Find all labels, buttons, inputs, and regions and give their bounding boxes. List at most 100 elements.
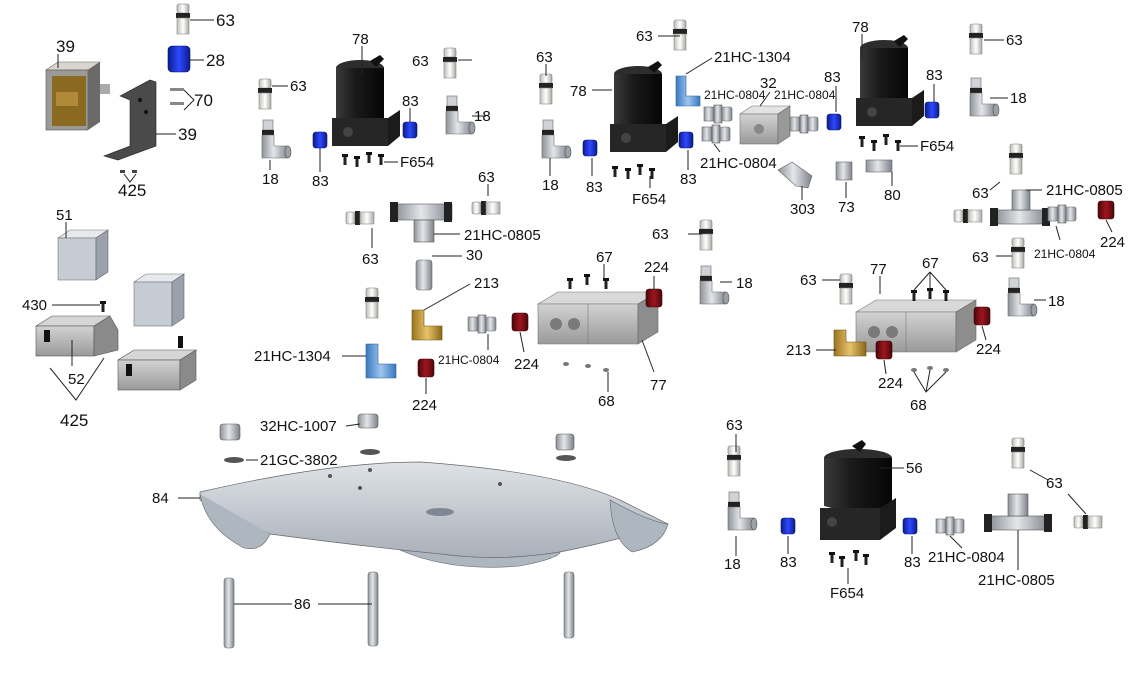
label-52: 52 [68, 371, 85, 388]
brass-elbow-213 [411, 309, 443, 341]
solenoid-valve-56 [820, 440, 896, 540]
label-63: 63 [536, 49, 553, 66]
screws-67 [911, 288, 949, 301]
base-block [116, 336, 198, 391]
label-21HC-0804: 21HC-0804 [774, 88, 836, 102]
label-224: 224 [514, 356, 539, 373]
elbow-fitting [969, 77, 1000, 117]
fitting-63 [968, 23, 984, 55]
label-303: 303 [790, 201, 815, 218]
label-77: 77 [870, 261, 887, 278]
red-plug-224 [875, 340, 893, 360]
fitting-63-horizontal [471, 200, 501, 216]
label-63: 63 [362, 251, 379, 268]
elbow-303 [777, 161, 813, 189]
red-plug-224 [417, 358, 435, 378]
label-83: 83 [926, 67, 943, 84]
nut [555, 433, 575, 451]
label-213: 213 [786, 342, 811, 359]
light-blue-elbow [675, 75, 701, 107]
light-blue-elbow-21HC-1304 [365, 343, 397, 379]
washer-21GC-3802 [224, 449, 576, 463]
fitting-80 [865, 159, 893, 173]
straight-fitting-21HC-0804 [935, 516, 965, 536]
fitting-63-horizontal [345, 210, 375, 226]
blue-plug [678, 131, 694, 149]
label-18: 18 [542, 177, 559, 194]
fitting-63 [672, 19, 688, 51]
label-86: 86 [294, 596, 311, 613]
red-plug-224 [1097, 200, 1115, 220]
screws-67 [567, 274, 609, 289]
part-labels: 39 39 63 28 70 425 63 78 63 83 18 18 83 … [22, 11, 1125, 613]
label-63: 63 [652, 226, 669, 243]
blue-plug-28 [167, 45, 191, 73]
label-21HC-0805: 21HC-0805 [978, 572, 1055, 589]
label-21GC-3802: 21GC-3802 [260, 452, 338, 469]
label-67: 67 [922, 255, 939, 272]
standoff-86 [563, 571, 575, 639]
base-plate-84 [199, 461, 669, 568]
blue-plug [780, 517, 796, 535]
standoff-86 [223, 577, 235, 649]
elbow-fitting [727, 491, 758, 531]
elbow-fitting [261, 119, 292, 159]
label-21HC-1304: 21HC-1304 [254, 348, 331, 365]
label-83: 83 [312, 173, 329, 190]
nut-32HC-1007 [219, 423, 241, 441]
valve-body-77 [537, 291, 659, 345]
label-63: 63 [1006, 32, 1023, 49]
fitting-63-horizontal [953, 208, 983, 224]
label-39: 39 [56, 37, 75, 56]
label-32HC-1007: 32HC-1007 [260, 418, 337, 435]
fitting-63 [1010, 237, 1026, 269]
straight-fitting [703, 104, 733, 124]
label-78: 78 [352, 31, 369, 48]
straight-fitting [789, 114, 819, 134]
label-18: 18 [736, 275, 753, 292]
tee-fitting-21HC-0805 [990, 189, 1050, 226]
label-224: 224 [976, 341, 1001, 358]
fitting-73 [835, 161, 853, 181]
fitting-63 [364, 287, 380, 319]
label-77: 77 [650, 377, 667, 394]
label-224: 224 [644, 259, 669, 276]
screws-F654 [342, 152, 384, 167]
brass-elbow-213 [833, 329, 867, 357]
screw-pair-425 [120, 170, 137, 173]
label-63: 63 [1046, 475, 1063, 492]
label-56: 56 [906, 460, 923, 477]
label-83: 83 [586, 179, 603, 196]
label-63: 63 [972, 185, 989, 202]
elbow-fitting [1007, 277, 1038, 317]
blue-plug [826, 113, 842, 131]
coil-part [45, 61, 110, 131]
straight-fitting [701, 124, 731, 144]
label-425: 425 [118, 181, 146, 200]
label-63: 63 [800, 272, 817, 289]
label-F654: F654 [830, 585, 864, 602]
label-F654: F654 [632, 191, 666, 208]
fitting-63-horizontal [1073, 514, 1103, 530]
label-78: 78 [852, 19, 869, 36]
label-63: 63 [216, 11, 235, 30]
tee-fitting-21HC-0805 [984, 493, 1052, 532]
label-F654: F654 [920, 138, 954, 155]
washers-68 [911, 366, 949, 372]
label-224: 224 [412, 397, 437, 414]
label-83: 83 [402, 93, 419, 110]
blue-plug [312, 131, 328, 149]
fitting-63 [175, 3, 191, 35]
label-F654: F654 [400, 154, 434, 171]
solenoid-valve-78 [610, 61, 678, 152]
fitting-63 [538, 73, 554, 105]
blue-plug [582, 139, 598, 157]
label-73: 73 [838, 199, 855, 216]
label-21HC-0805: 21HC-0805 [1046, 182, 1123, 199]
elbow-fitting [699, 265, 730, 305]
label-63: 63 [972, 249, 989, 266]
label-18: 18 [724, 556, 741, 573]
fitting-30 [415, 259, 433, 291]
label-83: 83 [680, 171, 697, 188]
